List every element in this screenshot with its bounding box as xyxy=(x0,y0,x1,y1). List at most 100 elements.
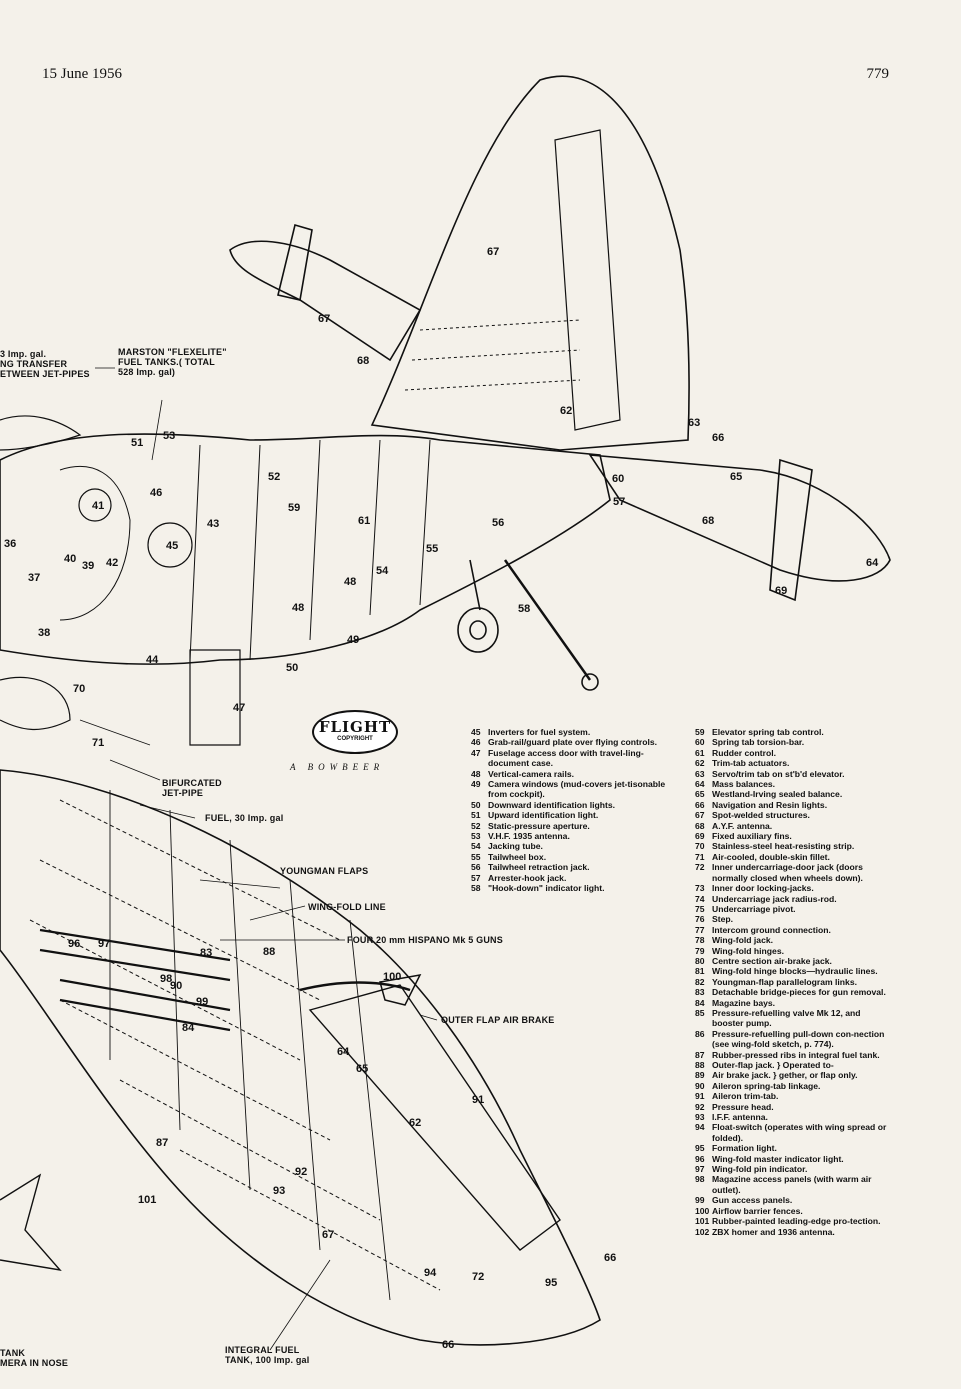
legend-number: 67 xyxy=(695,810,705,821)
legend-number: 74 xyxy=(695,893,705,904)
legend-number: 53 xyxy=(471,831,481,842)
callout: 50 xyxy=(286,662,299,674)
legend-description: I.F.F. antenna. xyxy=(712,1112,768,1123)
legend-description: Trim-tab actuators. xyxy=(712,758,790,769)
legend-description: Step. xyxy=(712,914,734,925)
legend-description: Magazine bays. xyxy=(712,997,776,1008)
legend-number: 80 xyxy=(695,955,705,966)
callout: 56 xyxy=(492,517,505,529)
legend-number: 86 xyxy=(695,1028,705,1039)
callout: 53 xyxy=(163,430,176,442)
callout: 43 xyxy=(207,518,220,530)
legend-number: 78 xyxy=(695,935,705,946)
legend-description: Wing-fold hinge blocks—hydraulic lines. xyxy=(712,966,878,977)
callout: 71 xyxy=(92,737,105,749)
callout: 60 xyxy=(612,473,625,485)
legend-number: 48 xyxy=(471,768,481,779)
legend-number: 73 xyxy=(695,883,705,894)
legend-description: Outer-flap jack. } Operated to- xyxy=(712,1060,834,1070)
callout: 97 xyxy=(98,938,111,950)
legend-description: Pressure-refuelling valve Mk 12, and boo… xyxy=(712,1007,861,1029)
callout: 69 xyxy=(775,585,788,597)
legend-description: Youngman-flap parallelogram links. xyxy=(712,976,858,987)
legend-description: Aileron trim-tab. xyxy=(712,1091,779,1102)
outer-flap-air-brake-label: OUTER FLAP AIR BRAKE xyxy=(441,1015,555,1025)
legend-description: Tailwheel box. xyxy=(488,851,547,862)
callout: 54 xyxy=(376,565,389,577)
legend-number: 50 xyxy=(471,799,481,810)
legend-description: Wing-fold hinges. xyxy=(712,945,785,956)
legend-number: 76 xyxy=(695,914,705,925)
callout: 95 xyxy=(545,1277,558,1289)
legend-description: Navigation and Resin lights. xyxy=(712,799,828,810)
legend-item: 87 Rubber-pressed ribs in integral fuel t… xyxy=(695,1050,890,1060)
legend-item: 58"Hook-down" indicator light. xyxy=(471,883,671,893)
legend-number: 84 xyxy=(695,997,705,1008)
legend-number: 65 xyxy=(695,789,705,800)
legend-number: 69 xyxy=(695,831,705,842)
callout: 49 xyxy=(347,634,360,646)
legend-description: Rubber-pressed ribs in integral fuel tan… xyxy=(712,1049,880,1060)
callout: 65 xyxy=(356,1063,369,1075)
legend-number: 100 xyxy=(695,1205,710,1216)
legend-description: Inverters for fuel system. xyxy=(488,727,591,737)
callout: 96 xyxy=(68,938,81,950)
legend-item: 84 Magazine bays. xyxy=(695,998,890,1008)
callout: 45 xyxy=(166,540,179,552)
wing-fold-line-label: WING-FOLD LINE xyxy=(308,902,386,912)
legend-description: Spot-welded structures. xyxy=(712,810,810,821)
legend-number: 98 xyxy=(695,1174,705,1185)
callout: 92 xyxy=(295,1166,308,1178)
callout: 65 xyxy=(730,471,743,483)
legend-number: 61 xyxy=(695,747,705,758)
legend-description: Upward identification light. xyxy=(488,810,599,821)
callout: 42 xyxy=(106,557,119,569)
legend-number: 59 xyxy=(695,727,705,737)
legend-description: Undercarriage pivot. xyxy=(712,903,796,914)
callout: 91 xyxy=(472,1094,485,1106)
legend-description: ZBX homer and 1936 antenna. xyxy=(712,1226,835,1237)
callout: 99 xyxy=(196,996,209,1008)
legend-description: Rudder control. xyxy=(712,747,776,758)
legend-description: Static-pressure aperture. xyxy=(488,820,590,831)
legend-number: 97 xyxy=(695,1164,705,1175)
legend-item: 67 Spot-welded structures. xyxy=(695,810,890,820)
legend-number: 87 xyxy=(695,1049,705,1060)
legend-description: Aileron spring-tab linkage. xyxy=(712,1080,821,1091)
legend-number: 46 xyxy=(471,737,481,748)
legend-description: A.Y.F. antenna. xyxy=(712,820,773,831)
legend-description: Air-cooled, double-skin fillet. xyxy=(712,851,830,862)
legend-description: "Hook-down" indicator light. xyxy=(488,883,605,894)
callout: 38 xyxy=(38,627,51,639)
legend-number: 68 xyxy=(695,820,705,831)
callout: 37 xyxy=(28,572,41,584)
callout: 84 xyxy=(182,1022,195,1034)
legend-description: Centre section air-brake jack. xyxy=(712,955,832,966)
legend-number: 52 xyxy=(471,820,481,831)
flight-logo: FLIGHT COPYRIGHT xyxy=(312,710,398,754)
